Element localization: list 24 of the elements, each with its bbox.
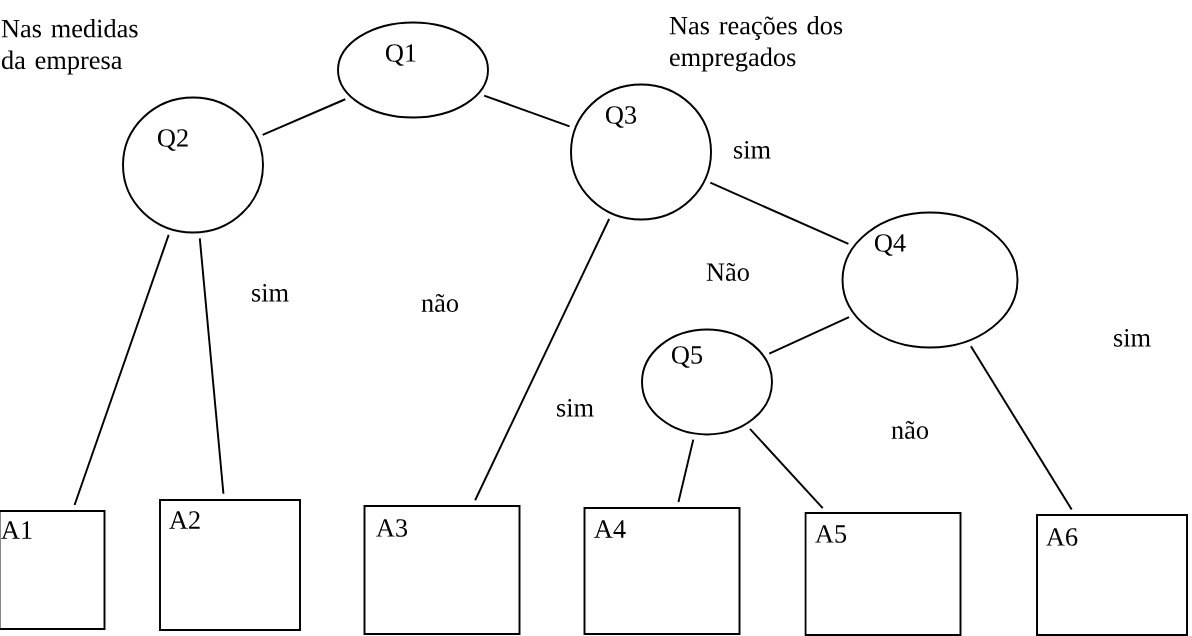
answer-box: A1 bbox=[0, 510, 106, 630]
answer-box: A4 bbox=[583, 507, 741, 635]
branch-label: Não bbox=[706, 263, 749, 281]
connector-line bbox=[709, 181, 850, 245]
answer-box: A6 bbox=[1036, 514, 1188, 636]
connector-line bbox=[677, 438, 695, 503]
connector-line bbox=[73, 233, 170, 506]
connector-line bbox=[748, 427, 824, 510]
connector-line bbox=[768, 316, 851, 355]
answer-box: A3 bbox=[363, 505, 521, 635]
branch-label: sim bbox=[557, 398, 594, 417]
connector-line bbox=[969, 345, 1073, 511]
branch-label: sim bbox=[1114, 328, 1151, 347]
answer-box: A2 bbox=[159, 499, 301, 631]
branch-label: sim bbox=[252, 283, 289, 302]
branch-label: Nas reações dos empregados bbox=[669, 16, 843, 72]
branch-label: Nas medidas da empresa bbox=[1, 19, 138, 75]
branch-label: não bbox=[891, 421, 929, 439]
connector-line bbox=[261, 98, 347, 136]
connector-line bbox=[483, 94, 571, 128]
answer-box: A5 bbox=[804, 512, 962, 636]
branch-label: não bbox=[421, 294, 459, 312]
connector-line bbox=[198, 237, 225, 495]
connector-line bbox=[474, 218, 611, 502]
